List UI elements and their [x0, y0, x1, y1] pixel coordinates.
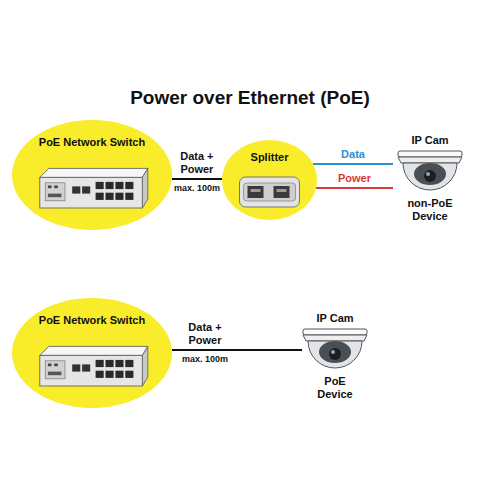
dome-camera: [398, 151, 462, 190]
edge-label: Data + Power: [183, 321, 227, 347]
edge-label: Data: [323, 148, 383, 161]
title-holder: Power over Ethernet (PoE): [0, 86, 500, 109]
device-label: PoE Network Switch: [39, 314, 145, 327]
camera-space: [393, 147, 467, 195]
device-type: PoE Device: [312, 375, 358, 401]
cable-line: [172, 178, 222, 180]
cable-line: [316, 187, 393, 189]
dome-camera: [303, 329, 367, 368]
camera-node: IP Cam non-PoE Device: [393, 134, 467, 223]
diagram-title: Power over Ethernet (PoE): [0, 86, 500, 109]
camera-node: IP CamPoE Device: [302, 312, 368, 401]
edge-label-holder: Data: [323, 148, 383, 161]
camera-name: IP Cam: [316, 312, 353, 325]
edge-label-holder: Power: [325, 172, 385, 185]
camera-space: [302, 325, 368, 373]
edge-label: Data + Power: [175, 150, 219, 176]
cable-line: [313, 163, 393, 165]
device-label: PoE Network Switch: [39, 136, 145, 149]
edge-label-holder: Data + Power: [183, 321, 227, 347]
edge-label: Power: [325, 172, 385, 185]
highlight-ellipse: [12, 298, 172, 408]
device-ellipse: PoE Network Switch: [12, 120, 172, 230]
highlight-ellipse: [12, 120, 172, 230]
edge-label-holder: Data + Power: [175, 150, 219, 176]
camera-name: IP Cam: [411, 134, 448, 147]
highlight-ellipse: [222, 140, 317, 220]
cable-line: [172, 349, 302, 351]
distance-note-holder: max. 100m: [174, 183, 220, 194]
device-ellipse: Splitter: [222, 140, 317, 220]
device-label: Splitter: [251, 151, 289, 164]
distance-note: max. 100m: [174, 183, 220, 194]
distance-note-holder: max. 100m: [182, 354, 228, 365]
distance-note: max. 100m: [182, 354, 228, 365]
device-ellipse: PoE Network Switch: [12, 298, 172, 408]
device-type: non-PoE Device: [394, 197, 466, 223]
